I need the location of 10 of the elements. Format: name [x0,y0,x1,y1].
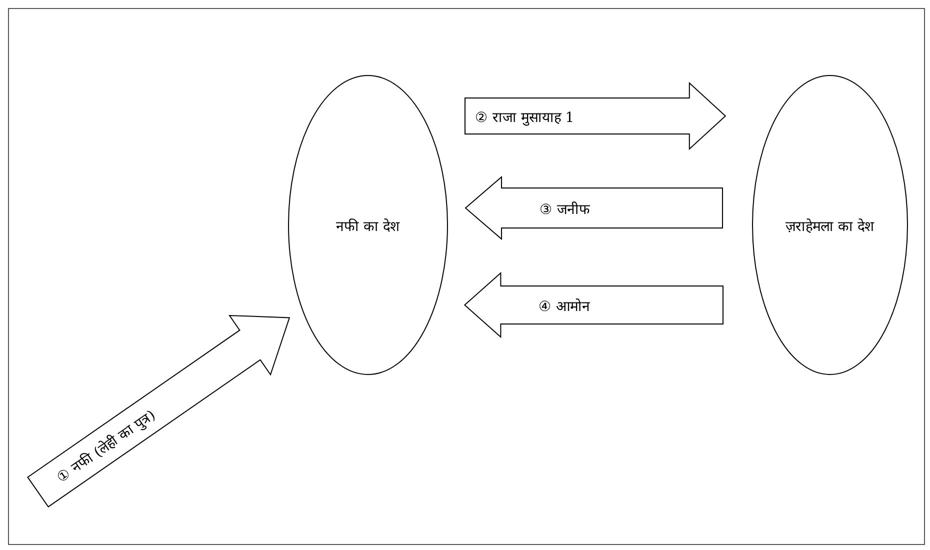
region-label: नफी का देश [336,218,400,234]
arrow-label: ③ जनीफ [539,200,590,218]
arrow-label: ④ आमोन [538,298,590,314]
block-arrow [464,82,726,150]
region-label: ज़राहेमला का देश [786,218,874,234]
block-arrow [464,176,723,240]
arrow-label: ② राजा मुसायाह 1 [474,108,574,126]
arrow-label: ① नफी (लेही का पुत्र) [53,406,158,486]
block-arrow [27,314,290,508]
block-arrow [464,272,724,338]
